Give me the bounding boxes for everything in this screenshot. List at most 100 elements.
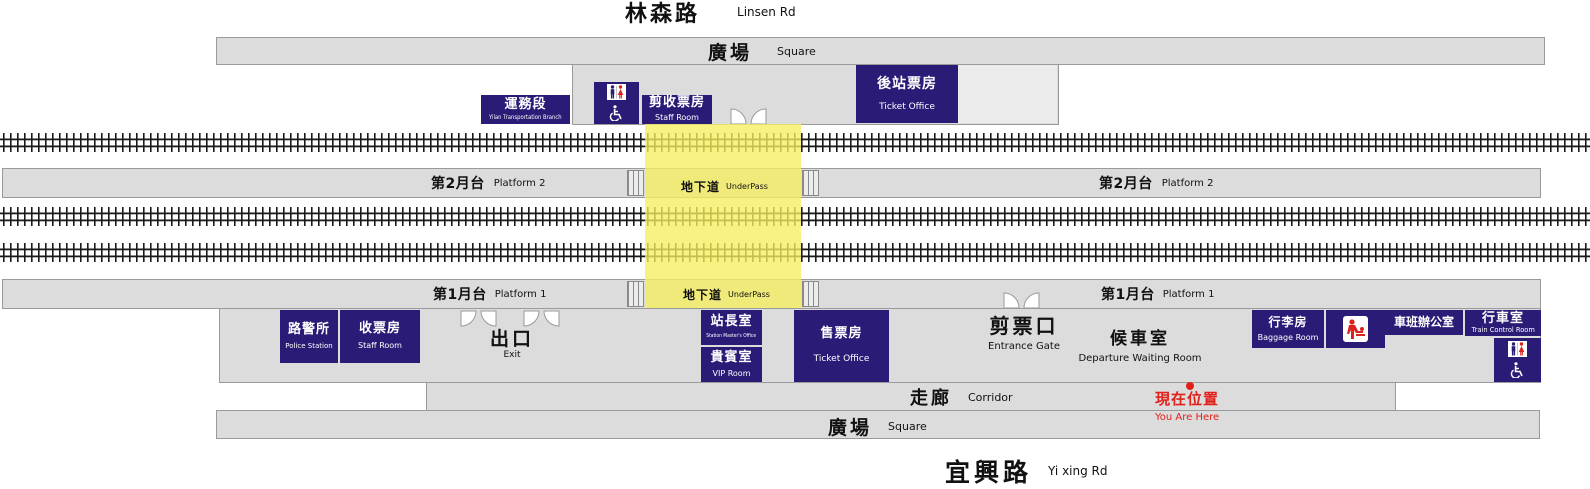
room-train-control: 行車室 Train Control Room: [1465, 310, 1541, 336]
front-restroom: [1494, 338, 1541, 382]
baby-changing-icon: [1343, 316, 1368, 342]
room-nursery: [1326, 310, 1385, 348]
room-label-zh: 車班辦公室: [1393, 314, 1454, 329]
platform-name-zh: 第1月台: [1101, 287, 1155, 303]
north-square: [216, 37, 1545, 65]
exit-name-en: Exit: [503, 349, 521, 360]
room-label-zh: 剪收票房: [648, 95, 705, 111]
exit-name-zh: 出口: [489, 328, 534, 350]
exit-label: 出口 Exit: [477, 329, 547, 361]
waiting-room-name-zh: 候車室: [1110, 329, 1170, 349]
restroom-icon: [607, 84, 626, 100]
room-ticket-collection-staff: 剪收票房 Staff Room: [642, 95, 712, 124]
south-road-label: 宜興路 Yi xing Rd: [945, 458, 1108, 487]
room-label-en: Yilan Transportation Branch: [489, 113, 562, 121]
platform-name-en: Platform 1: [1162, 288, 1215, 300]
room-label-zh: 站長室: [710, 314, 753, 330]
you-are-here-marker: [1186, 382, 1194, 390]
north-square-name-zh: 廣場: [708, 41, 753, 64]
room-station-master: 站長室 Station Master's Office: [701, 310, 762, 345]
platform-1-label-west: 第1月台 Platform 1: [433, 286, 547, 303]
entrance-gate-label: 剪票口 Entrance Gate: [979, 315, 1069, 352]
stairs-icon: [627, 170, 644, 196]
south-road-name-zh: 宜興路: [945, 458, 1033, 487]
north-road-label: 林森路 Linsen Rd: [625, 0, 796, 27]
corridor-label: 走廊 Corridor: [910, 387, 1013, 409]
room-label-en: Ticket Office: [879, 101, 935, 112]
underpass-name-zh: 地下道: [683, 287, 723, 302]
platform-name-zh: 第2月台: [1099, 176, 1153, 192]
wheelchair-icon: [609, 105, 622, 121]
underpass-label-platform-1: 地下道 UnderPass: [683, 286, 770, 302]
room-rear-ticket-office: 後站票房 Ticket Office: [856, 65, 958, 123]
room-label-en: Station Master's Office: [706, 333, 757, 340]
waiting-room-name-en: Departure Waiting Room: [1078, 352, 1202, 364]
room-label-zh: 後站票房: [877, 75, 937, 92]
room-label-zh: 運務段: [504, 96, 547, 112]
corridor: [426, 382, 1396, 411]
you-are-here-text-zh: 現在位置: [1155, 389, 1220, 408]
south-square: [216, 410, 1540, 439]
corridor-name-en: Corridor: [968, 390, 1013, 404]
rear-restroom: [594, 82, 639, 124]
corridor-name-zh: 走廊: [910, 388, 952, 409]
platform-name-en: Platform 2: [1161, 177, 1214, 189]
north-road-name-zh: 林森路: [625, 2, 701, 27]
room-label-zh: 售票房: [820, 326, 863, 342]
room-label-en: Train Control Room: [1471, 326, 1535, 335]
you-are-here-label-zh: 現在位置: [1155, 389, 1220, 408]
room-ticket-collection: 收票房 Staff Room: [340, 310, 420, 363]
room-label-zh: 路警所: [287, 322, 330, 337]
room-police-station: 路警所 Police Station: [280, 310, 338, 363]
platform-2-label-east: 第2月台 Platform 2: [1099, 175, 1214, 192]
platform-gate-door-icon: [1003, 292, 1040, 309]
room-label-zh: 行李房: [1268, 315, 1308, 329]
exit-door-icon: [523, 310, 560, 327]
room-label-en: Staff Room: [655, 113, 699, 123]
stairs-icon: [627, 281, 644, 307]
platform-name-en: Platform 2: [493, 177, 546, 189]
room-crew-office: 車班辦公室: [1385, 310, 1463, 335]
underpass-name-zh: 地下道: [681, 179, 721, 194]
stairs-icon: [802, 281, 819, 307]
underpass-label-platform-2: 地下道 UnderPass: [681, 178, 768, 194]
rear-door-icon: [730, 108, 767, 125]
underpass-name-en: UnderPass: [726, 181, 768, 191]
room-baggage: 行李房 Baggage Room: [1252, 310, 1324, 348]
platform-name-zh: 第1月台: [433, 287, 487, 303]
south-road-name-en: Yi xing Rd: [1048, 464, 1108, 478]
you-are-here-text-en: You Are Here: [1155, 412, 1220, 423]
platform-name-en: Platform 1: [494, 288, 547, 300]
room-label-en: Ticket Office: [813, 354, 870, 365]
waiting-room-label: 候車室 Departure Waiting Room: [1070, 330, 1210, 364]
platform-1-label-east: 第1月台 Platform 1: [1101, 286, 1215, 303]
north-square-name-en: Square: [777, 44, 816, 58]
north-road-name-en: Linsen Rd: [737, 5, 796, 19]
room-label-en: VIP Room: [712, 368, 751, 378]
wheelchair-icon: [1510, 362, 1523, 378]
room-ticket-office: 售票房 Ticket Office: [794, 310, 889, 382]
rear-building-annex: [958, 65, 1057, 123]
north-square-label: 廣場 Square: [708, 41, 816, 64]
restroom-icon: [1508, 341, 1527, 357]
south-square-label: 廣場 Square: [828, 416, 927, 439]
room-label-zh: 貴賓室: [710, 349, 753, 365]
underpass: [645, 124, 801, 308]
platform-name-zh: 第2月台: [431, 176, 485, 192]
platform-2-label-west: 第2月台 Platform 2: [431, 175, 546, 192]
entrance-gate-name-zh: 剪票口: [989, 314, 1059, 338]
room-label-zh: 行車室: [1481, 310, 1524, 326]
room-label-zh: 收票房: [358, 321, 401, 337]
stairs-icon: [802, 170, 819, 196]
room-label-en: Staff Room: [358, 341, 402, 351]
room-label-en: Baggage Room: [1257, 332, 1319, 342]
south-square-name-en: Square: [888, 419, 927, 433]
exit-door-icon: [460, 310, 497, 327]
underpass-name-en: UnderPass: [728, 289, 770, 299]
room-label-en: Police Station: [285, 341, 333, 350]
room-transport-branch: 運務段 Yilan Transportation Branch: [481, 95, 570, 124]
entrance-gate-name-en: Entrance Gate: [988, 341, 1060, 352]
you-are-here-label-en: You Are Here: [1155, 411, 1219, 424]
room-vip: 貴賓室 VIP Room: [701, 347, 762, 382]
